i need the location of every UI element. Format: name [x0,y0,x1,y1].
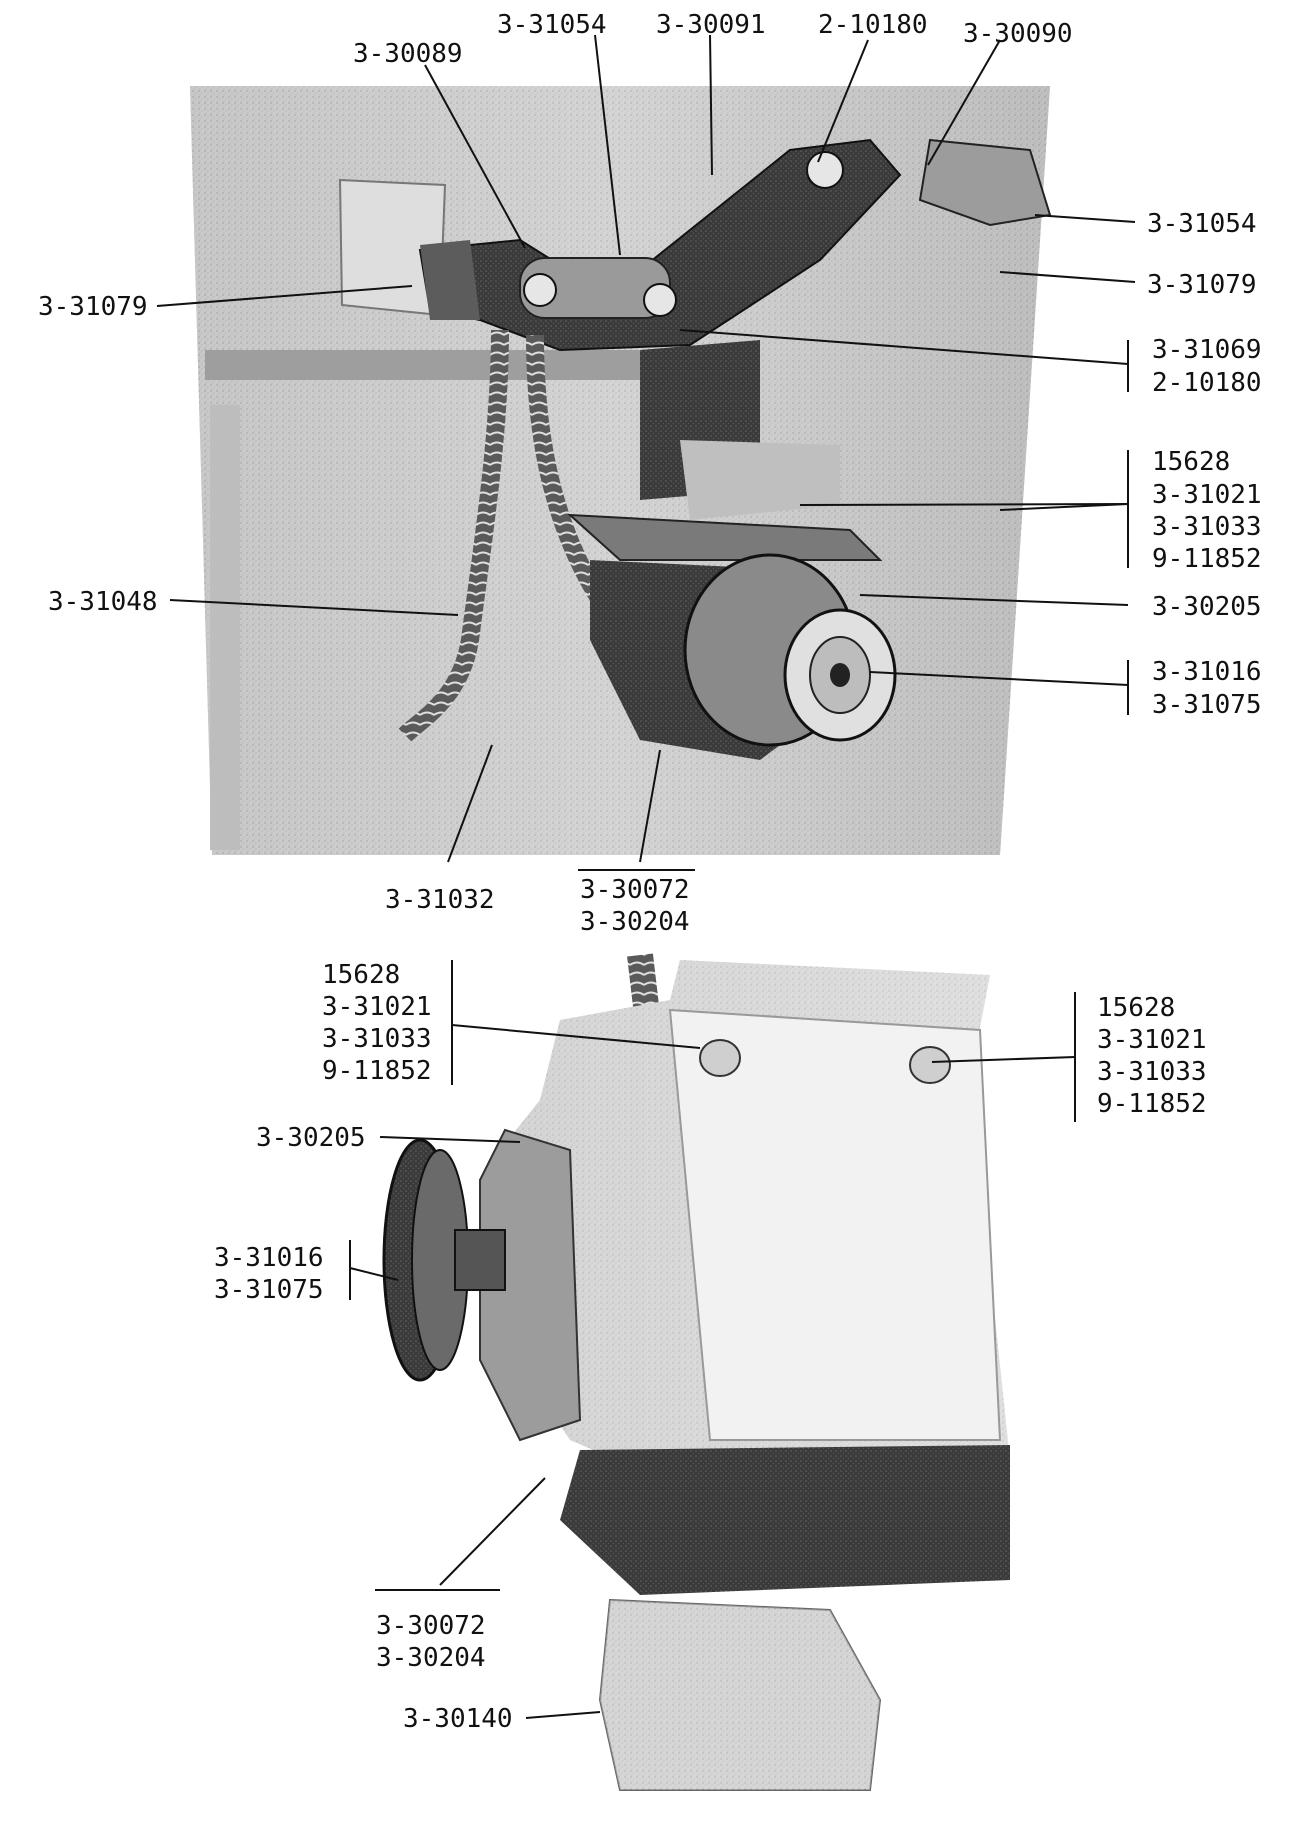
callout-3-31075-top: 3-31075 [1152,690,1262,720]
leaders-bottom [349,1024,1076,1719]
callout-3-31048: 3-31048 [48,587,158,617]
callout-3-31021-bottom-right: 3-31021 [1097,1025,1207,1055]
callout-15628-bottom-right: 15628 [1097,993,1175,1023]
callout-9-11852-bottom-right: 9-11852 [1097,1089,1207,1119]
motor-side-panel [668,1008,1002,1441]
callouts-bottom: 15628 3-31021 3-31033 9-11852 15628 3-31… [214,960,1207,1734]
callout-3-31054-top: 3-31054 [497,10,607,40]
callout-3-31069: 3-31069 [1152,335,1262,365]
callout-3-31079-left: 3-31079 [38,292,148,322]
callout-3-30072-bottom: 3-30072 [376,1611,486,1641]
callout-3-31016-bottom: 3-31016 [214,1243,324,1273]
callout-3-31021-top: 3-31021 [1152,480,1262,510]
callout-9-11852-top: 9-11852 [1152,544,1262,574]
photo-top [190,86,1052,855]
arm-clamp [918,138,1052,227]
callout-3-31016-top: 3-31016 [1152,657,1262,687]
callout-3-30140: 3-30140 [403,1704,513,1734]
callout-3-30205-top: 3-30205 [1152,592,1262,622]
callout-3-31032: 3-31032 [385,885,495,915]
callout-2-10180-right: 2-10180 [1152,368,1262,398]
callout-3-31075-bottom: 3-31075 [214,1275,324,1305]
conduit-left [398,329,509,742]
callout-3-30204-bottom: 3-30204 [376,1643,486,1673]
callout-3-31021-bottom-left: 3-31021 [322,992,432,1022]
callout-3-30091: 3-30091 [656,10,766,40]
callout-2-10180-top: 2-10180 [818,10,928,40]
photo-bottom [382,953,1010,1791]
callout-9-11852-bottom-left: 9-11852 [322,1056,432,1086]
callout-3-31033-bottom-right: 3-31033 [1097,1057,1207,1087]
motor-platform [567,513,883,561]
callout-3-31033-top: 3-31033 [1152,512,1262,542]
callout-3-30072-top: 3-30072 [580,875,690,905]
callouts-top: 3-30089 3-31054 3-30091 2-10180 3-30090 … [38,10,1262,937]
callout-15628-bottom-left: 15628 [322,960,400,990]
callout-3-30204-top: 3-30204 [580,907,690,937]
leaders-top [156,34,1136,871]
motor-bottom-band [560,1445,1010,1595]
callout-3-30205-bottom: 3-30205 [256,1123,366,1153]
callout-3-31033-bottom-left: 3-31033 [322,1024,432,1054]
brackets-bottom [349,960,1076,1300]
callout-15628-top: 15628 [1152,447,1230,477]
callout-3-31079-right: 3-31079 [1147,270,1257,300]
callout-3-30090: 3-30090 [963,19,1073,49]
endbell-bottom [479,1128,582,1442]
cabinet-shelf [205,350,645,380]
callout-3-30089: 3-30089 [353,39,463,69]
callout-3-31054-right: 3-31054 [1147,209,1257,239]
